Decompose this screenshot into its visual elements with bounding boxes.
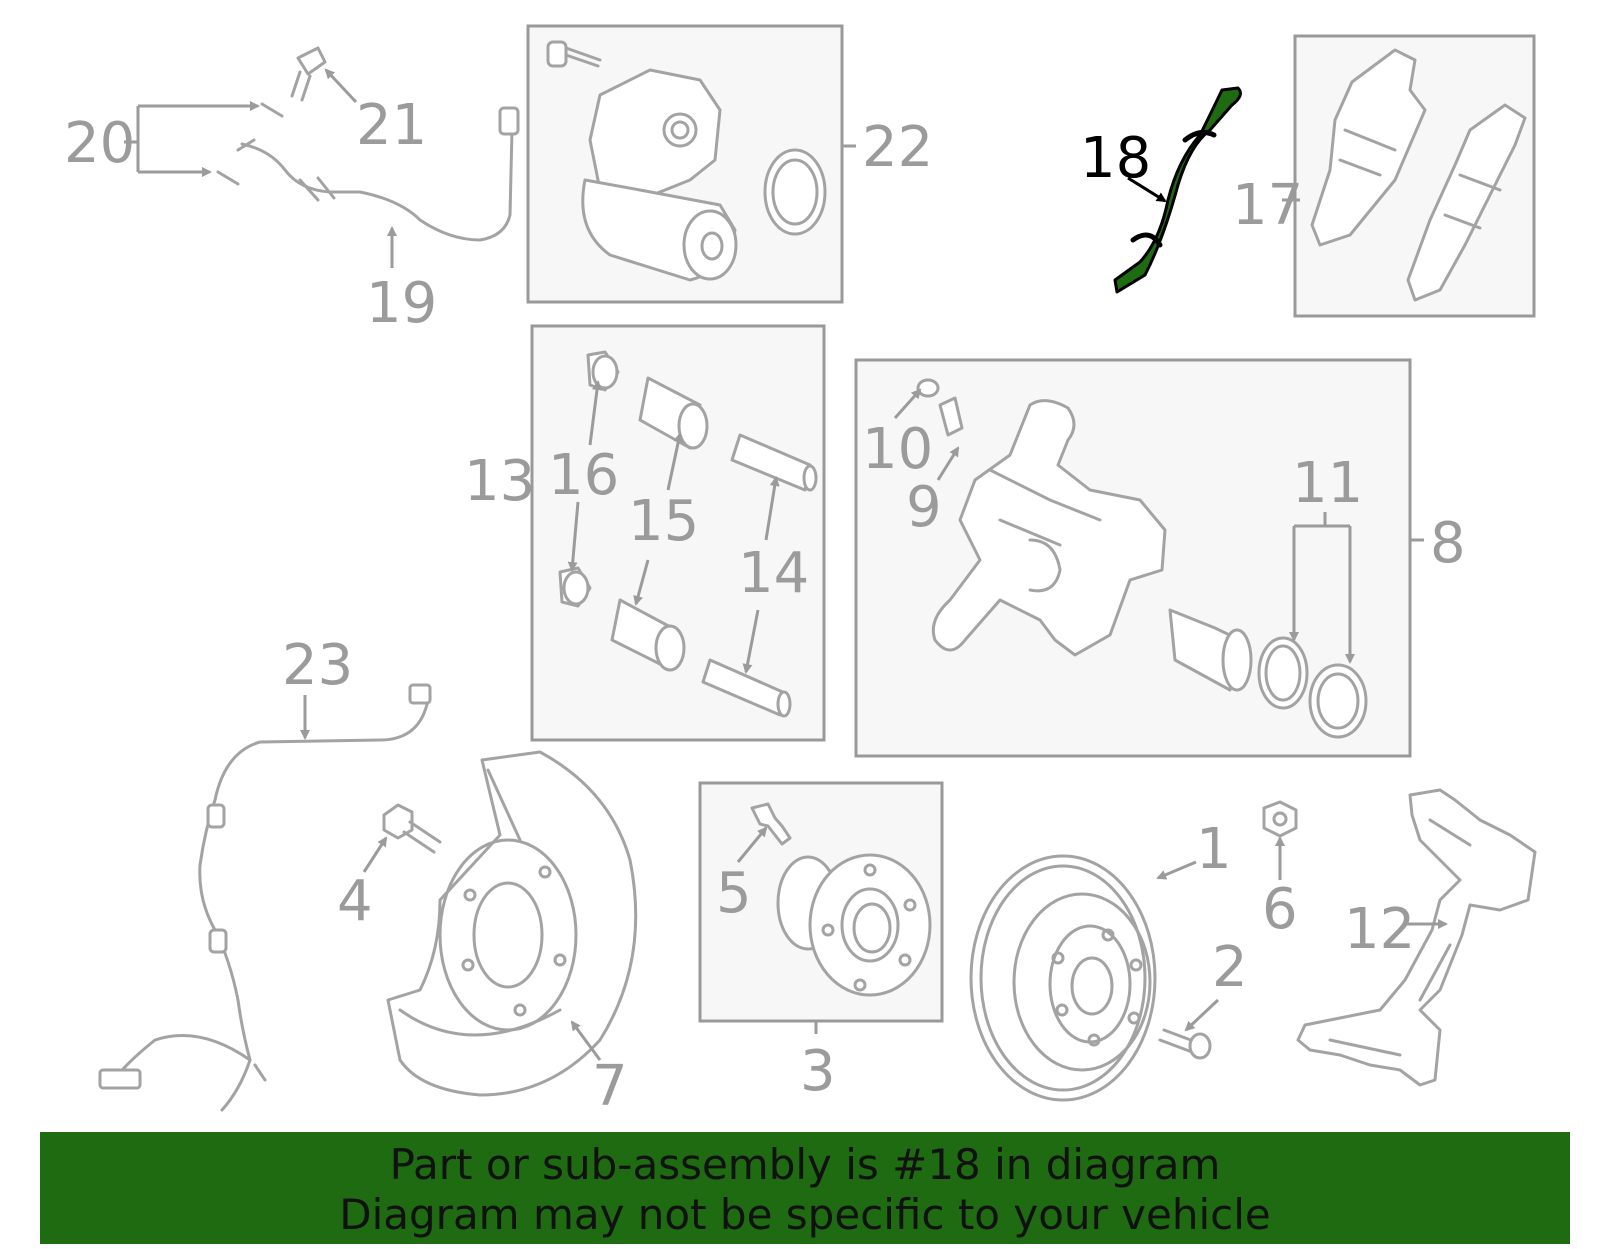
- part-brake-rotor: [969, 854, 1157, 1102]
- part-caliper-bracket: [1296, 788, 1537, 1087]
- callout-14: 14: [738, 541, 809, 606]
- leader-4: [362, 836, 388, 873]
- callout-10: 10: [862, 417, 933, 482]
- part-caliper-motor: [546, 40, 827, 282]
- callout-1: 1: [1196, 817, 1232, 882]
- leader-7: [570, 1020, 602, 1061]
- part-nut-6: [1262, 800, 1298, 838]
- part-caliper: [916, 378, 1368, 739]
- callout-15: 15: [628, 489, 699, 554]
- leader-16a: [588, 380, 602, 446]
- leader-11: [1294, 512, 1350, 528]
- leader-9: [936, 446, 960, 481]
- part-bolt-4: [382, 803, 442, 854]
- callout-2: 2: [1212, 935, 1248, 1000]
- leader-10: [893, 388, 922, 419]
- leader-14a: [764, 476, 780, 541]
- callout-21: 21: [356, 93, 427, 158]
- callout-20: 20: [64, 111, 135, 176]
- callout-18: 18: [1080, 126, 1151, 191]
- leader-16b: [567, 501, 580, 572]
- part-brake-hose: [216, 46, 520, 242]
- part-18-pad-wear-indicator: [1113, 86, 1242, 294]
- leader-14b: [742, 609, 760, 674]
- banner-line-1: Part or sub-assembly is #18 in diagram: [389, 1140, 1221, 1189]
- banner-line-2: Diagram may not be specific to your vehi…: [339, 1190, 1271, 1239]
- part-guide-pins-kit: [558, 350, 818, 718]
- leader-18: [1127, 176, 1167, 203]
- callout-5: 5: [716, 861, 752, 926]
- callout-7: 7: [592, 1054, 628, 1119]
- callout-19: 19: [366, 271, 437, 336]
- leader-15b: [633, 559, 650, 606]
- callout-6: 6: [1262, 877, 1298, 942]
- part-brake-pads: [1310, 48, 1527, 302]
- callout-23: 23: [282, 633, 353, 698]
- part-screw-2: [1158, 1028, 1212, 1060]
- leader-20: [124, 106, 140, 172]
- part-dust-shield: [386, 750, 638, 1097]
- callout-9: 9: [906, 475, 942, 540]
- callout-4: 4: [337, 869, 373, 934]
- leader-2: [1184, 998, 1220, 1032]
- leader-15a: [666, 432, 684, 491]
- callout-11: 11: [1292, 451, 1363, 516]
- callout-13: 13: [464, 449, 535, 514]
- part-speed-sensor: [98, 683, 432, 1112]
- leader-5: [736, 826, 768, 863]
- callout-3: 3: [800, 1039, 836, 1104]
- info-banner: Part or sub-assembly is #18 in diagram D…: [40, 1132, 1570, 1244]
- callout-22: 22: [862, 115, 933, 180]
- callout-12: 12: [1344, 897, 1415, 962]
- callout-8: 8: [1430, 511, 1466, 576]
- callout-17: 17: [1232, 173, 1303, 238]
- callout-16: 16: [548, 443, 619, 508]
- leader-1: [1156, 860, 1197, 880]
- leader-21: [324, 68, 358, 104]
- part-wheel-hub: [750, 802, 932, 997]
